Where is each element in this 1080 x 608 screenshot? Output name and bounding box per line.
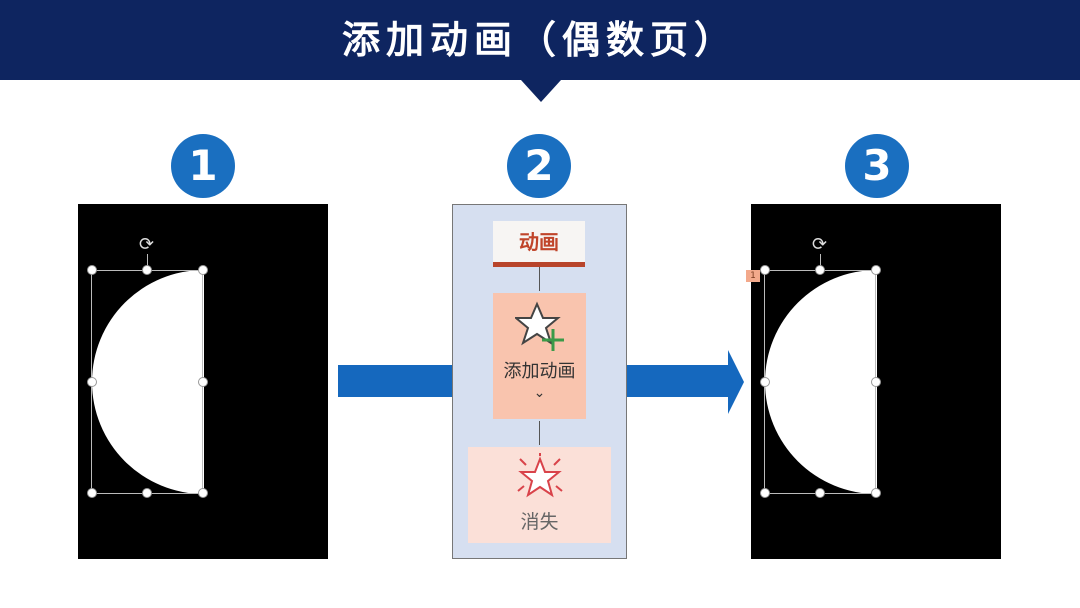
resize-handle[interactable] [760,488,770,498]
resize-handle[interactable] [815,265,825,275]
selection-box [764,270,876,494]
resize-handle[interactable] [871,488,881,498]
rotate-icon[interactable]: ⟳ [812,234,828,255]
arrow-right-connector [627,365,730,397]
flow-connector [539,267,540,291]
resize-handle[interactable] [142,488,152,498]
half-circle-shape[interactable] [765,270,877,494]
exit-effect-disappear[interactable]: 消失 [468,447,611,543]
flow-connector [539,421,540,445]
star-burst-icon [517,453,563,498]
resize-handle[interactable] [871,265,881,275]
resize-handle[interactable] [760,377,770,387]
star-plus-icon [515,301,564,351]
arrow-head-icon [728,350,744,414]
rotate-icon[interactable]: ⟳ [139,234,155,255]
resize-handle[interactable] [198,265,208,275]
selection-box [91,270,203,494]
half-circle-shape[interactable] [92,270,204,494]
resize-handle[interactable] [87,377,97,387]
step-badge-2: 2 [507,134,571,198]
step-badge-3: 3 [845,134,909,198]
resize-handle[interactable] [871,377,881,387]
header-banner [0,0,1080,80]
tab-underline [493,262,585,267]
tab-animation[interactable]: 动画 [493,221,585,267]
slide-preview-1: ⟳ [78,204,328,559]
add-animation-button[interactable]: 添加动画 ⌄ [493,293,586,419]
arrow-left-connector [338,365,452,397]
header-pointer [521,80,561,102]
rotate-stem [147,254,148,270]
slide-preview-3: ⟳ 1 [746,204,1001,559]
resize-handle[interactable] [198,488,208,498]
add-animation-label: 添加动画 [503,361,576,382]
resize-handle[interactable] [815,488,825,498]
exit-effect-label: 消失 [520,511,559,533]
animation-order-tag[interactable]: 1 [746,270,760,282]
resize-handle[interactable] [198,377,208,387]
resize-handle[interactable] [142,265,152,275]
chevron-down-icon[interactable]: ⌄ [533,385,546,401]
tab-animation-label: 动画 [519,230,559,254]
rotate-stem [820,254,821,270]
resize-handle[interactable] [87,265,97,275]
resize-handle[interactable] [760,265,770,275]
step-badge-1: 1 [171,134,235,198]
resize-handle[interactable] [87,488,97,498]
ribbon-panel: 动画 添加动画 ⌄ 消失 [452,204,627,559]
page-title: 添加动画（偶数页） [341,18,738,62]
